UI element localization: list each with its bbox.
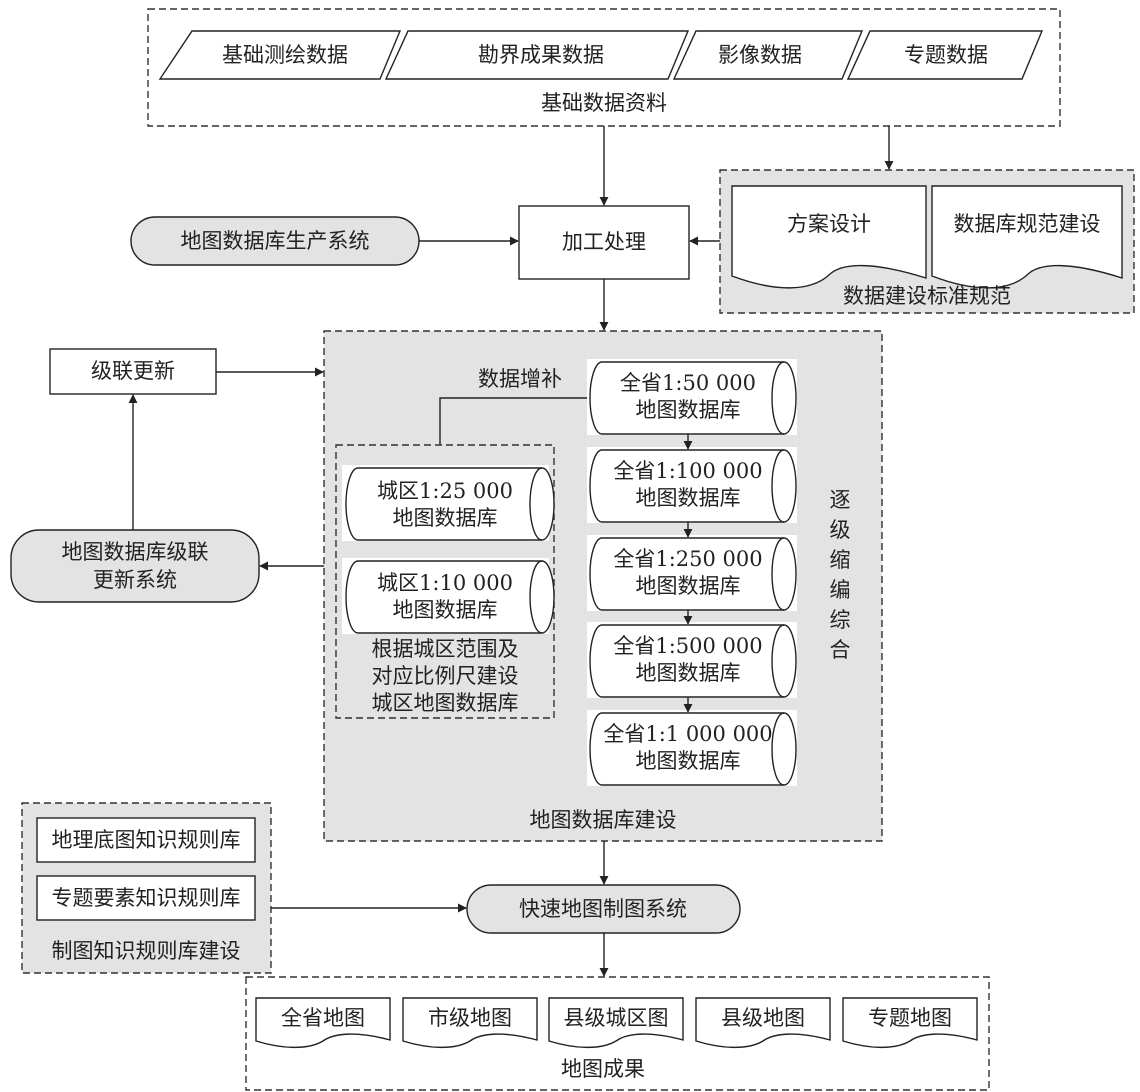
basic-data-item-thematic-label: 专题数据 xyxy=(904,43,988,67)
basic-data-group: 基础测绘数据 勘界成果数据 影像数据 专题数据 基础数据资料 xyxy=(147,8,1061,127)
province-db-100000-edge xyxy=(771,449,785,523)
urban-caption-line1: 根据城区范围及 xyxy=(372,637,519,661)
urban-db-10000-edge xyxy=(529,560,543,634)
urban-db-25000-scale: 城区1:25 000 xyxy=(377,479,513,503)
standards-item-scheme-design xyxy=(731,185,927,289)
cascade-update-label: 级联更新 xyxy=(91,359,175,383)
result-item-thematic-map-label: 专题地图 xyxy=(868,1006,952,1030)
production-system-label: 地图数据库生产系统 xyxy=(181,229,370,253)
result-item-city-map-label: 市级地图 xyxy=(428,1006,512,1030)
urban-caption-line3: 城区地图数据库 xyxy=(372,691,519,715)
progressive-label-char-6: 合 xyxy=(830,638,851,662)
standards-item-db-spec-label: 数据库规范建设 xyxy=(954,212,1101,236)
urban-db-10000-scale: 城区1:10 000 xyxy=(377,571,513,595)
result-item-province-map-label: 全省地图 xyxy=(281,1006,365,1030)
basic-data-group-label: 基础数据资料 xyxy=(541,91,667,115)
province-db-100000-scale: 全省1:100 000 xyxy=(613,459,762,483)
cascade-system-box xyxy=(10,529,260,603)
province-db-100000-name: 地图数据库 xyxy=(636,486,741,510)
province-db-250000-edge xyxy=(771,537,785,611)
result-item-city-map xyxy=(402,997,538,1049)
basic-data-item-surveying xyxy=(158,30,402,80)
province-db-1000000-name: 地图数据库 xyxy=(636,749,741,773)
basic-data-item-imagery xyxy=(672,30,864,80)
progressive-label-char-2: 级 xyxy=(830,518,851,542)
db-construction-group: 数据增补 城区1:25 000 地图数据库 城区1:10 000 地图数据库 根… xyxy=(323,330,883,842)
processing-label: 加工处理 xyxy=(562,230,646,254)
data-supplement-label: 数据增补 xyxy=(478,367,562,391)
result-item-county-map-label: 县级地图 xyxy=(721,1006,805,1030)
knowledge-item-thematic-label: 专题要素知识规则库 xyxy=(52,886,241,910)
result-item-county-urban-map-label: 县级城区图 xyxy=(564,1006,669,1030)
cascade-system-label-line1: 地图数据库级联 xyxy=(62,540,209,564)
province-db-250000-scale: 全省1:250 000 xyxy=(613,547,762,571)
cascade-system-label-line2: 更新系统 xyxy=(93,568,177,592)
standards-group-label: 数据建设标准规范 xyxy=(843,284,1011,308)
results-group-border xyxy=(245,976,990,1091)
knowledge-group-label: 制图知识规则库建设 xyxy=(52,939,241,963)
urban-db-25000-edge xyxy=(529,467,543,541)
progressive-label-char-3: 缩 xyxy=(830,548,851,572)
province-db-500000-name: 地图数据库 xyxy=(636,661,741,685)
progressive-label-char-1: 逐 xyxy=(830,488,851,512)
basic-data-item-surveying-label: 基础测绘数据 xyxy=(222,43,348,67)
progressive-label-char-5: 综 xyxy=(830,608,851,632)
result-item-province-map xyxy=(255,997,391,1049)
connectors xyxy=(128,126,894,977)
result-item-county-map xyxy=(695,997,831,1049)
db-construction-group-label: 地图数据库建设 xyxy=(530,808,677,832)
results-group-label: 地图成果 xyxy=(561,1057,645,1081)
standards-item-db-spec xyxy=(931,185,1123,289)
result-item-thematic-map xyxy=(842,997,978,1049)
basic-data-item-thematic xyxy=(846,30,1044,80)
province-db-500000-scale: 全省1:500 000 xyxy=(613,634,762,658)
progressive-label-char-4: 编 xyxy=(830,578,851,602)
knowledge-item-basemap xyxy=(36,817,256,863)
supplement-connector xyxy=(439,397,592,445)
standards-group: 方案设计 数据库规范建设 数据建设标准规范 xyxy=(719,169,1135,314)
result-item-county-urban-map xyxy=(548,997,684,1049)
results-group: 全省地图 市级地图 县级城区图 县级地图 专题地图 地图成果 xyxy=(245,976,990,1091)
urban-db-10000-name: 地图数据库 xyxy=(393,598,498,622)
knowledge-group: 地理底图知识规则库 专题要素知识规则库 制图知识规则库建设 xyxy=(21,802,272,974)
province-db-1000000-scale: 全省1:1 000 000 xyxy=(603,722,772,746)
province-db-500000-edge xyxy=(771,624,785,698)
province-db-50000-name: 地图数据库 xyxy=(636,398,741,422)
province-db-50000-scale: 全省1:50 000 xyxy=(620,371,756,395)
standards-item-scheme-design-label: 方案设计 xyxy=(787,212,871,236)
processing-box xyxy=(518,205,690,280)
province-db-250000-name: 地图数据库 xyxy=(636,574,741,598)
knowledge-item-basemap-label: 地理底图知识规则库 xyxy=(52,828,241,852)
fast-mapping-system-label: 快速地图制图系统 xyxy=(519,897,687,921)
basic-data-item-imagery-label: 影像数据 xyxy=(718,43,802,67)
urban-caption-line2: 对应比例尺建设 xyxy=(372,664,519,688)
province-db-1000000-edge xyxy=(771,712,785,786)
province-db-50000-edge xyxy=(771,361,785,435)
urban-db-25000-name: 地图数据库 xyxy=(393,506,498,530)
basic-data-item-boundary-label: 勘界成果数据 xyxy=(478,43,604,67)
knowledge-item-thematic xyxy=(36,875,256,921)
basic-data-item-boundary xyxy=(384,30,690,80)
cascade-update-box xyxy=(49,348,217,395)
